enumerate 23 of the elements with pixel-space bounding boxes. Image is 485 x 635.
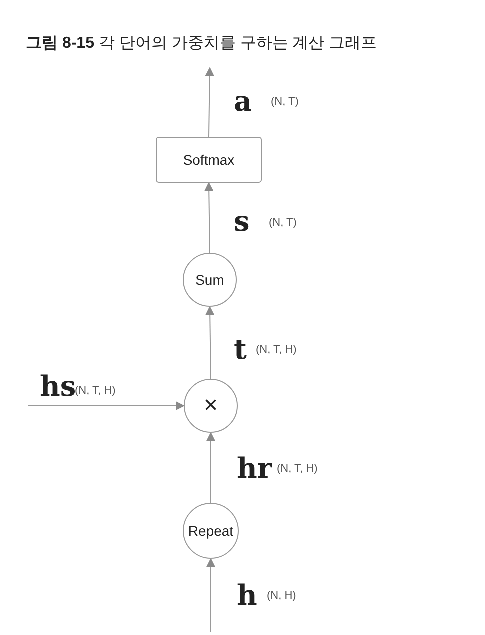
variable-label: t (234, 336, 247, 364)
operation-circle: Sum (183, 253, 237, 307)
arrow (206, 306, 215, 380)
variable-label: a (234, 88, 252, 116)
shape-label: (N, T, H) (256, 344, 297, 356)
variable-label: h (237, 582, 258, 610)
shape-label: (N, H) (267, 590, 296, 602)
variable-label: s (234, 208, 250, 236)
arrow (204, 182, 214, 254)
arrow (206, 432, 216, 504)
shape-label: (N, T) (269, 217, 297, 229)
arrow (205, 67, 214, 138)
process-box: Softmax (156, 137, 262, 183)
shape-label: (N, T, H) (75, 385, 116, 397)
shape-label: (N, T) (271, 96, 299, 108)
arrow (206, 558, 216, 632)
shape-label: (N, T, H) (277, 463, 318, 475)
operation-circle: × (184, 379, 238, 433)
variable-label: hs (40, 373, 76, 401)
variable-label: hr (237, 455, 272, 483)
arrow (28, 402, 185, 410)
operation-circle: Repeat (183, 503, 239, 559)
figure-title: 그림 8-15 각 단어의 가중치를 구하는 계산 그래프 (26, 34, 378, 54)
